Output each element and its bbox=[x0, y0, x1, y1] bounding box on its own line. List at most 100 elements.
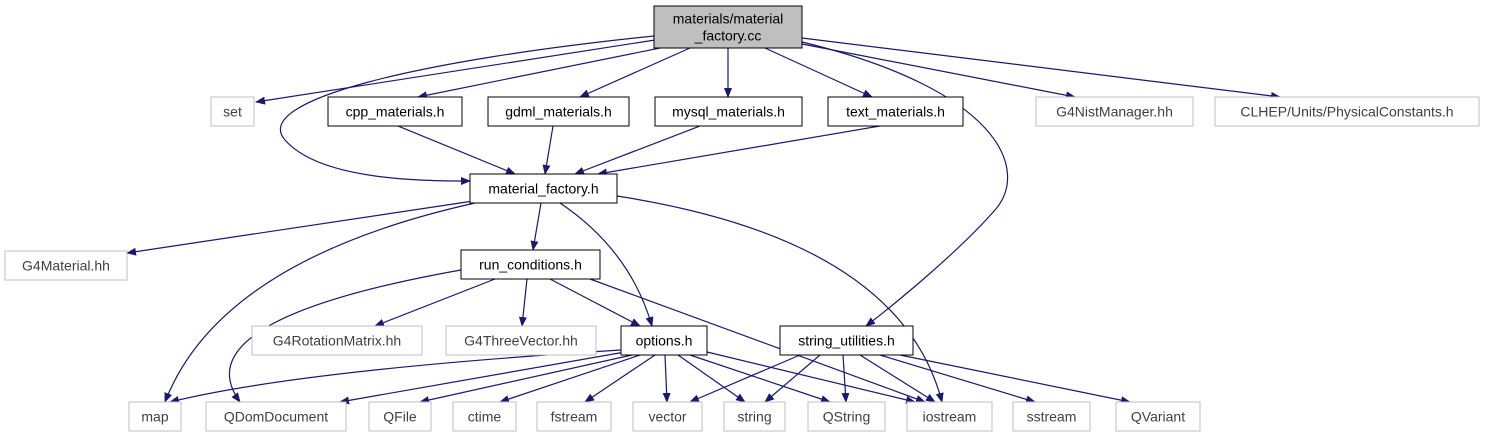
edge-mf-to-g4mat bbox=[126, 199, 481, 256]
edge-run-to-options bbox=[549, 278, 641, 327]
node-box-ctime bbox=[452, 401, 517, 432]
edge-strutil-to-vector bbox=[689, 354, 801, 403]
node-map: map bbox=[128, 401, 182, 432]
edge-root-to-strutil bbox=[801, 41, 1009, 327]
edge-mf-to-map bbox=[164, 202, 476, 403]
node-label-root: materials/material bbox=[673, 11, 783, 27]
node-label-g4three: G4ThreeVector.hh bbox=[464, 333, 578, 349]
node-vector: vector bbox=[632, 401, 703, 432]
node-box-g4rot bbox=[251, 325, 423, 356]
node-box-options bbox=[620, 325, 708, 356]
node-box-root bbox=[653, 5, 803, 49]
node-box-qdom bbox=[205, 401, 347, 432]
edge-run-to-iostream bbox=[589, 278, 926, 403]
node-label-qstring: QString bbox=[823, 409, 870, 425]
node-box-qvariant bbox=[1115, 401, 1201, 432]
node-qfile: QFile bbox=[368, 401, 432, 432]
edge-options-to-iostream bbox=[706, 351, 916, 404]
node-box-vector bbox=[632, 401, 703, 432]
node-label-vector: vector bbox=[648, 409, 686, 425]
node-set: set bbox=[210, 96, 255, 127]
node-box-iostream bbox=[906, 401, 993, 432]
edge-root-to-nist bbox=[801, 43, 1076, 100]
node-label-map: map bbox=[141, 409, 168, 425]
node-box-run bbox=[460, 249, 601, 280]
node-box-strutil bbox=[779, 325, 914, 356]
edge-strutil-to-string bbox=[764, 354, 821, 403]
node-box-qstring bbox=[807, 401, 886, 432]
node-box-fstream bbox=[536, 401, 612, 432]
edge-options-to-ctime bbox=[499, 354, 641, 403]
node-label-options: options.h bbox=[636, 333, 693, 349]
node-label-ctime: ctime bbox=[468, 409, 502, 425]
edge-options-to-qfile bbox=[419, 354, 633, 404]
edge-root-to-cpp bbox=[417, 47, 661, 100]
node-box-nist bbox=[1035, 96, 1194, 127]
edge-options-to-map bbox=[169, 349, 622, 404]
node-label-iostream: iostream bbox=[923, 409, 977, 425]
node-box-text bbox=[827, 96, 964, 127]
edge-mf-to-options bbox=[559, 202, 654, 327]
node-label-cpp: cpp_materials.h bbox=[346, 104, 445, 120]
node-strutil[interactable]: string_utilities.h bbox=[779, 325, 914, 356]
edge-root-to-text bbox=[764, 47, 873, 98]
node-box-qfile bbox=[368, 401, 432, 432]
edge-options-to-fstream bbox=[584, 354, 656, 403]
node-label-qvariant: QVariant bbox=[1131, 409, 1185, 425]
node-string: string bbox=[723, 401, 786, 432]
node-fstream: fstream bbox=[536, 401, 612, 432]
edge-strutil-to-sstream bbox=[879, 354, 1036, 404]
node-clhep: CLHEP/Units/PhysicalConstants.h bbox=[1214, 96, 1480, 127]
node-iostream: iostream bbox=[906, 401, 993, 432]
node-box-clhep bbox=[1214, 96, 1480, 127]
node-mf[interactable]: material_factory.h bbox=[469, 173, 618, 204]
node-box-gdml bbox=[487, 96, 630, 127]
node-qstring: QString bbox=[807, 401, 886, 432]
node-g4mat: G4Material.hh bbox=[4, 250, 128, 281]
node-nist: G4NistManager.hh bbox=[1035, 96, 1194, 127]
node-label-fstream: fstream bbox=[551, 409, 598, 425]
node-box-cpp bbox=[327, 96, 463, 127]
edge-strutil-to-iostream bbox=[859, 354, 936, 403]
edge-options-to-string bbox=[677, 354, 746, 403]
node-label-g4mat: G4Material.hh bbox=[22, 258, 110, 274]
node-ctime: ctime bbox=[452, 401, 517, 432]
edges-layer bbox=[126, 35, 1281, 405]
node-label-strutil: string_utilities.h bbox=[798, 333, 895, 349]
node-box-mysql bbox=[654, 96, 803, 127]
node-root[interactable]: materials/material_factory.cc bbox=[653, 5, 803, 49]
node-cpp[interactable]: cpp_materials.h bbox=[327, 96, 463, 127]
node-sstream: sstream bbox=[1012, 401, 1091, 432]
node-box-string bbox=[723, 401, 786, 432]
node-box-set bbox=[210, 96, 255, 127]
node-mysql[interactable]: mysql_materials.h bbox=[654, 96, 803, 127]
edge-root-to-gdml bbox=[579, 47, 691, 98]
edge-options-to-vector bbox=[662, 354, 671, 403]
edge-mysql-to-mf bbox=[574, 125, 701, 175]
edge-strutil-to-qstring bbox=[841, 354, 850, 403]
node-label-nist: G4NistManager.hh bbox=[1056, 104, 1173, 120]
node-qvariant: QVariant bbox=[1115, 401, 1201, 432]
node-gdml[interactable]: gdml_materials.h bbox=[487, 96, 630, 127]
node-label-run: run_conditions.h bbox=[479, 257, 582, 273]
node-run[interactable]: run_conditions.h bbox=[460, 249, 601, 280]
edge-text-to-mf bbox=[597, 125, 881, 177]
edge-run-to-g4rot bbox=[374, 278, 496, 327]
node-label-gdml: gdml_materials.h bbox=[505, 104, 612, 120]
edge-mf-to-run bbox=[530, 202, 542, 251]
node-text[interactable]: text_materials.h bbox=[827, 96, 964, 127]
node-label-mysql: mysql_materials.h bbox=[672, 104, 785, 120]
node-options[interactable]: options.h bbox=[620, 325, 708, 356]
node-box-g4mat bbox=[4, 250, 128, 281]
node-label-set: set bbox=[223, 104, 242, 120]
node-label-string: string bbox=[737, 409, 771, 425]
edge-run-to-g4three bbox=[518, 278, 528, 327]
node-label-sstream: sstream bbox=[1027, 409, 1077, 425]
node-label-root: _factory.cc bbox=[694, 28, 762, 44]
node-g4three: G4ThreeVector.hh bbox=[445, 325, 597, 356]
node-box-sstream bbox=[1012, 401, 1091, 432]
edge-strutil-to-qvariant bbox=[899, 354, 1131, 405]
node-label-qfile: QFile bbox=[383, 409, 417, 425]
